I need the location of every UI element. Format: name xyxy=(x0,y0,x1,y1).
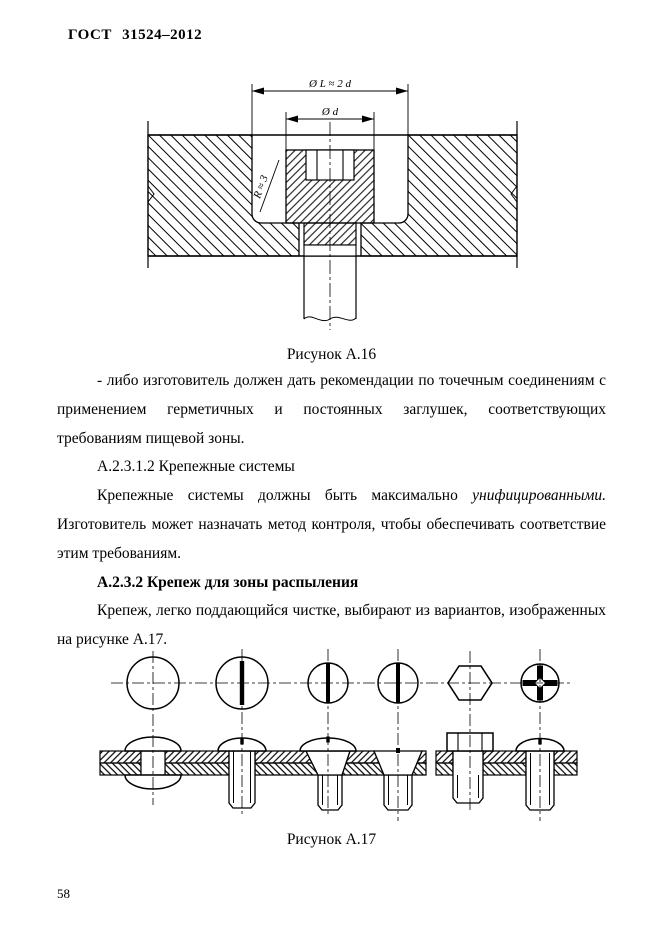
document-title: ГОСТ 31524–2012 xyxy=(68,27,203,43)
dim-inner-label: Ø d xyxy=(321,106,339,118)
dimension-inner: Ø d xyxy=(285,106,375,150)
plate-section xyxy=(147,121,518,268)
sheet-sections xyxy=(99,750,578,776)
paragraph-part: Крепежные системы должны быть максимальн… xyxy=(97,487,473,505)
dimension-outer: Ø L ≈ 2 d xyxy=(251,78,409,135)
paragraph-plugs: - либо изготовитель должен дать рекоменд… xyxy=(57,372,606,447)
paragraph-spray-zone: Крепеж, легко поддающийся чистке, выбира… xyxy=(57,602,606,649)
figure-a16-drawing: Ø L ≈ 2 d Ø d R ≈ 3 xyxy=(147,78,518,330)
figure-a17-caption: Рисунок А.17 xyxy=(286,831,377,848)
radius-label: R ≈ 3 xyxy=(251,173,271,201)
page-number: 58 xyxy=(57,886,70,901)
paragraph-part: Изготовитель может назначать метод контр… xyxy=(57,515,606,562)
heading-a2312: А.2.3.1.2 Крепежные системы xyxy=(97,458,295,476)
centerlines xyxy=(111,649,571,821)
figure-a17-drawing xyxy=(99,649,578,821)
paragraph-fastening-systems: Крепежные системы должны быть максимальн… xyxy=(57,482,606,568)
radius-callout: R ≈ 3 xyxy=(251,159,280,213)
body-text: - либо изготовитель должен дать рекоменд… xyxy=(57,367,606,655)
heading-a232: А.2.3.2 Крепеж для зоны распыления xyxy=(97,573,359,591)
figure-a16-caption: Рисунок А.16 xyxy=(286,346,377,363)
dim-outer-label: Ø L ≈ 2 d xyxy=(308,78,351,90)
emphasized-word: унифицированными. xyxy=(472,487,606,505)
